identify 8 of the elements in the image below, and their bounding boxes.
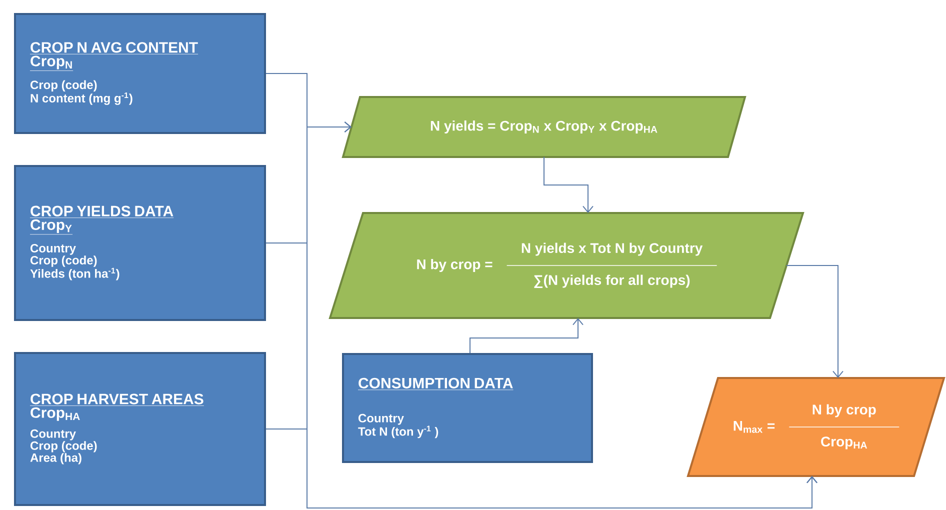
data-box: CROP YIELDS DATA Crop$_{Y}$ Country Crop (code) Yileds (ton ha$^{-1}$) [14,165,266,321]
data-box: CROP HARVEST AREAS Crop$_{HA}$ Country Crop (code) Area (ha) [14,352,266,506]
connector-arrow [470,318,584,354]
connector-arrow [544,156,594,213]
data-box: CROP N AVG CONTENT Crop$_{N}$ Crop (code) N content (mg g$^{-1}$) [14,13,266,134]
connector-arrow [786,265,844,378]
data-box: CONSUMPTION DATA Country Tot N (ton y$^{-1}$ ) [342,353,593,463]
connector-arrow [266,428,818,508]
